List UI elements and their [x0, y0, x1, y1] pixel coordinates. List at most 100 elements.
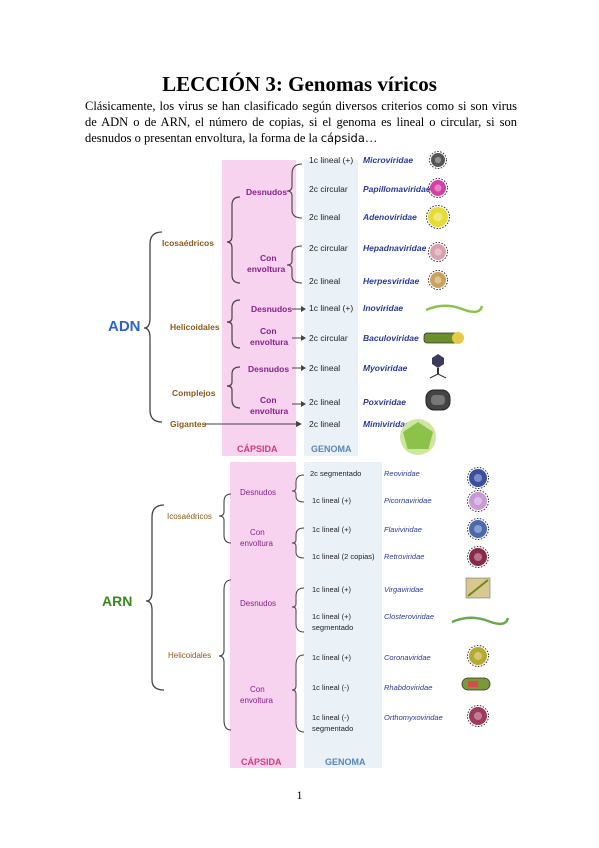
inovirus-icon — [425, 304, 484, 314]
herpesvirus-icon — [428, 270, 448, 290]
adn-group-complejos: Complejos — [172, 388, 216, 398]
arn-helic-envuelto-brace — [291, 654, 305, 733]
arn-group-helicoidales: Helicoidales — [168, 651, 211, 660]
adn-footer-genoma: GENOMA — [311, 444, 352, 454]
adn-compl-arrowhead-2 — [301, 401, 306, 407]
arn-envuelto-brace — [291, 527, 305, 559]
adn-icosa-envoltura: envoltura — [247, 264, 286, 274]
arn-genome-1: 1c lineal (+) — [312, 496, 351, 505]
arn-group-icosaedricos: Icosaédricos — [167, 512, 212, 521]
adn-genome-6: 2c circular — [309, 333, 348, 343]
retrovirus-icon — [467, 546, 489, 568]
arn-genome-5: 1c lineal (+) — [312, 612, 351, 621]
picornavirus-icon — [467, 490, 489, 512]
adn-genome-0: 1c lineal (+) — [309, 155, 353, 165]
arn-family-0: Reoviridae — [384, 469, 420, 478]
closterovirus-icon — [451, 616, 510, 626]
adn-genome-2: 2c lineal — [309, 212, 340, 222]
baculovirus-icon — [423, 332, 464, 344]
arn-family-4: Virgaviridae — [384, 585, 423, 594]
arn-helic-desnudos-brace — [291, 587, 305, 633]
arn-genome-0: 2c segmentado — [310, 469, 361, 478]
arn-genome-3: 1c lineal (2 copias) — [312, 552, 375, 561]
hepadnavirus-icon — [428, 242, 448, 262]
poxvirus-icon — [425, 389, 451, 411]
arn-family-8: Orthomyxoviridae — [384, 713, 443, 722]
myovirus-icon — [429, 354, 447, 379]
adn-family-7: Myoviridae — [363, 363, 408, 373]
adn-icosa-con: Con — [260, 253, 277, 263]
arn-rows: 2c segmentado Reoviridae 1c lineal (+) Pico… — [310, 467, 510, 733]
adn-group-gigantes: Gigantes — [170, 419, 207, 429]
arn-capsid-column — [230, 462, 296, 768]
arn-icosa-desnudos: Desnudos — [240, 488, 276, 497]
arn-family-5: Closteroviridae — [384, 612, 434, 621]
arn-icosa-envoltura: envoltura — [240, 539, 273, 548]
intro-text: Clásicamente, los virus se han clasifica… — [85, 99, 517, 145]
adn-diagram: ADN Icosaédricos Helicoidales Complejos … — [108, 151, 484, 456]
arn-genome-2: 1c lineal (+) — [312, 525, 351, 534]
adn-label: ADN — [108, 318, 141, 335]
arn-genome-5-line2: segmentado — [312, 623, 353, 632]
page-number: 1 — [296, 788, 303, 802]
adn-icosa-desnudos: Desnudos — [246, 187, 287, 197]
arn-diagram: ARN Icosaédricos Helicoidales Desnudos C… — [102, 462, 510, 768]
virgavirus-icon — [465, 577, 491, 599]
adn-family-1: Papillomaviridae — [363, 184, 431, 194]
adn-group-helicoidales: Helicoidales — [170, 322, 220, 332]
arn-genome-column — [304, 462, 382, 768]
adn-helic-arrowhead-1 — [301, 306, 306, 312]
arn-genome-8: 1c lineal (-) — [312, 713, 350, 722]
arn-main-brace — [145, 504, 165, 691]
adn-helic-envoltura: envoltura — [250, 337, 289, 347]
adn-genome-1: 2c circular — [309, 184, 348, 194]
adn-desnudos-brace — [286, 163, 303, 219]
adn-genome-9: 2c lineal — [309, 419, 340, 429]
arn-family-1: Picornaviridae — [384, 496, 432, 505]
adn-genome-4: 2c lineal — [309, 276, 340, 286]
adn-icosa-brace — [226, 196, 241, 284]
adn-envuelto-brace — [286, 245, 303, 284]
arn-helic-brace — [218, 579, 232, 731]
adn-compl-brace — [226, 366, 241, 409]
adn-compl-envoltura: envoltura — [250, 406, 289, 416]
arn-family-6: Coronaviridae — [384, 653, 431, 662]
arn-helic-envoltura: envoltura — [240, 696, 273, 705]
arn-footer-capsida: CÁPSIDA — [241, 757, 282, 767]
adn-compl-desnudos: Desnudos — [248, 364, 289, 374]
reovirus-icon — [467, 467, 489, 489]
arn-helic-con: Con — [250, 685, 265, 694]
arn-genome-4: 1c lineal (+) — [312, 585, 351, 594]
adn-footer-capsida: CÁPSIDA — [237, 444, 278, 454]
arn-genome-7: 1c lineal (-) — [312, 683, 350, 692]
adn-family-5: Inoviridae — [363, 303, 403, 313]
mimivirus-icon — [400, 419, 436, 455]
arn-family-3: Retroviridae — [384, 552, 424, 561]
coronavirus-icon — [467, 645, 489, 667]
adn-family-3: Hepadnaviridae — [363, 243, 427, 253]
rhabdovirus-icon — [461, 677, 491, 691]
adn-family-4: Herpesviridae — [363, 276, 419, 286]
microvirus-icon — [429, 151, 447, 169]
adn-helic-brace — [226, 299, 241, 349]
adn-main-brace — [143, 231, 163, 423]
adn-group-icosaedricos: Icosaédricos — [162, 238, 214, 248]
adn-gigantes-arrow — [296, 421, 302, 427]
adn-family-9: Mimiviridae — [363, 419, 410, 429]
adn-family-6: Baculoviridae — [363, 333, 419, 343]
adn-helic-arrowhead-2 — [301, 335, 306, 341]
intro-capsid-word: cápsida — [320, 131, 365, 145]
papillomavirus-icon — [428, 178, 448, 198]
arn-desnudos-brace — [291, 474, 305, 503]
arn-helic-desnudos: Desnudos — [240, 599, 276, 608]
adn-family-8: Poxviridae — [363, 397, 406, 407]
arn-family-7: Rhabdoviridae — [384, 683, 432, 692]
adn-genome-3: 2c circular — [309, 243, 348, 253]
intro-ellipsis: … — [364, 131, 378, 145]
arn-label: ARN — [102, 593, 132, 609]
adn-genome-7: 2c lineal — [309, 363, 340, 373]
arn-genome-8-line2: segmentado — [312, 724, 353, 733]
adn-genome-column — [304, 160, 358, 456]
